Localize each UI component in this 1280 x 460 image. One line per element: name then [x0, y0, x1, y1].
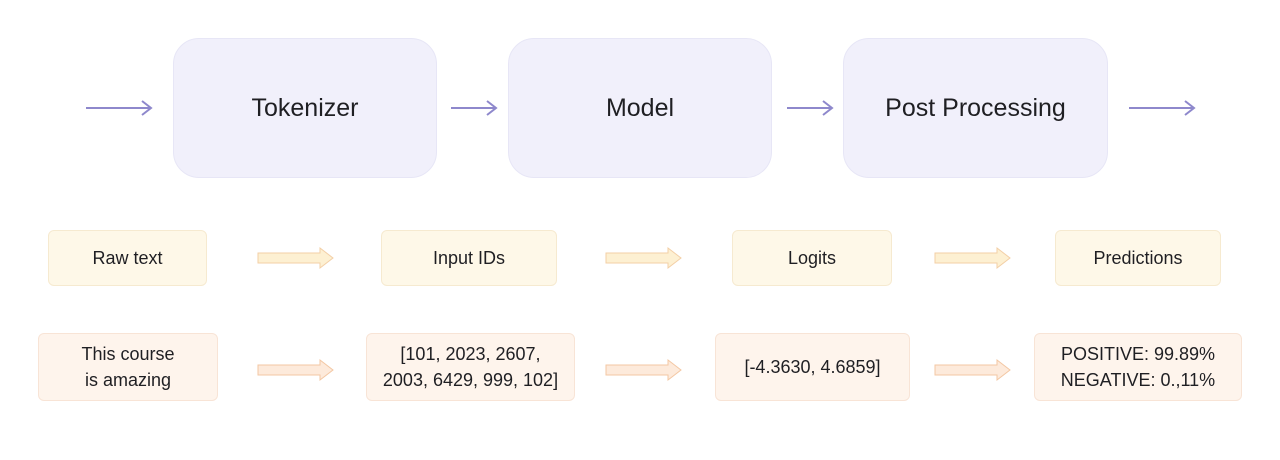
predictions-value-text: POSITIVE: 99.89% NEGATIVE: 0.,11% [1060, 344, 1216, 390]
tokenizer-stage-label: Tokenizer [251, 93, 359, 122]
raw-text-value-text: This course is amazing [81, 344, 175, 390]
predictions-label-text: Predictions [1093, 247, 1183, 268]
input-ids-value: [101, 2023, 2607, 2003, 6429, 999, 102] [366, 333, 575, 401]
input-ids-to-logits-value-arrow [605, 358, 682, 382]
post-processing-stage-label: Post Processing [885, 93, 1066, 122]
input-arrow [86, 100, 153, 116]
raw-text-label-text: Raw text [92, 247, 163, 268]
logits-value-text: [-4.3630, 4.6859] [744, 357, 881, 377]
raw-text-to-input-ids-arrow [257, 246, 334, 270]
logits-to-predictions-arrow [934, 246, 1011, 270]
raw-text-label: Raw text [48, 230, 207, 286]
tokenizer-stage: Tokenizer [173, 38, 437, 178]
logits-value: [-4.3630, 4.6859] [715, 333, 910, 401]
input-ids-to-logits-arrow [605, 246, 682, 270]
output-arrow [1129, 100, 1196, 116]
tokenizer-to-model-arrow [451, 100, 498, 116]
logits-label-text: Logits [787, 247, 837, 268]
predictions-value: POSITIVE: 99.89% NEGATIVE: 0.,11% [1034, 333, 1242, 401]
model-stage: Model [508, 38, 772, 178]
input-ids-label-text: Input IDs [432, 247, 506, 268]
input-ids-label: Input IDs [381, 230, 557, 286]
predictions-label: Predictions [1055, 230, 1221, 286]
model-to-postprocessing-arrow [787, 100, 834, 116]
raw-text-to-input-ids-value-arrow [257, 358, 334, 382]
model-stage-label: Model [605, 93, 675, 122]
raw-text-value: This course is amazing [38, 333, 218, 401]
logits-label: Logits [732, 230, 892, 286]
post-processing-stage: Post Processing [843, 38, 1108, 178]
logits-to-predictions-value-arrow [934, 358, 1011, 382]
input-ids-value-text: [101, 2023, 2607, 2003, 6429, 999, 102] [382, 344, 559, 390]
